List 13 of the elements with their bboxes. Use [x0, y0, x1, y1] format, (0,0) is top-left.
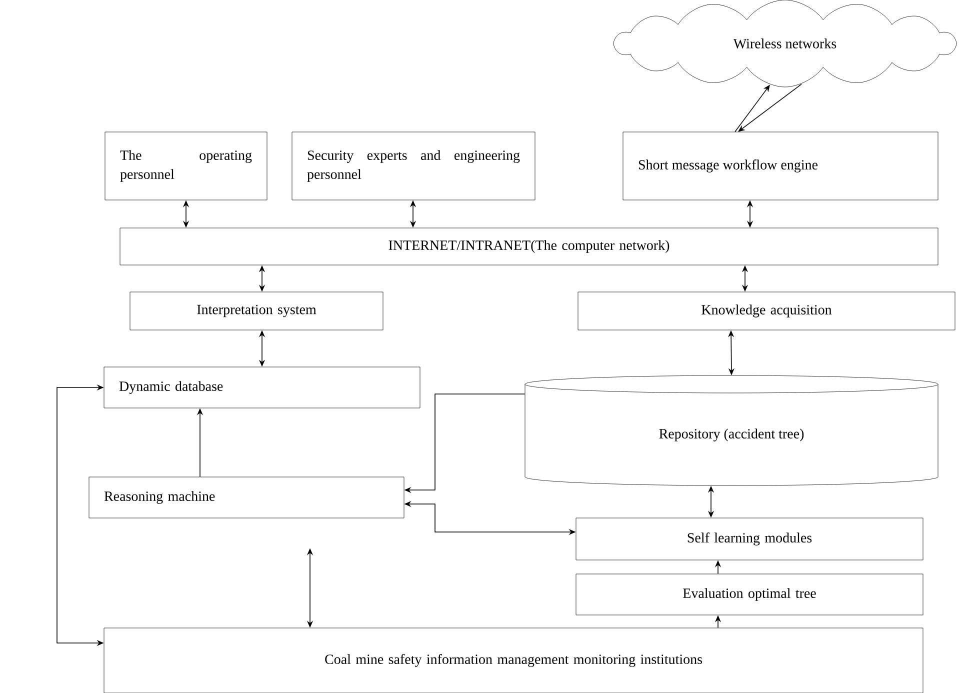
process-box: The operating personnel: [104, 132, 268, 200]
process-box: Coal mine safety information management monitoring institutions: [104, 628, 924, 693]
database-cylinder: Repository (accident tree): [524, 375, 938, 486]
process-box: Short message workflow engine: [622, 132, 938, 200]
process-box: Knowledge acquisition: [578, 292, 956, 330]
arrow: [738, 84, 802, 132]
process-box: INTERNET/INTRANET(The computer network): [120, 228, 938, 266]
process-box: Reasoning machine: [88, 476, 404, 518]
process-box: Evaluation optimal tree: [576, 574, 924, 616]
process-box: Dynamic database: [104, 366, 420, 408]
process-box: Self learning modules: [576, 518, 924, 560]
process-box: Interpretation system: [130, 292, 384, 330]
process-box: Security experts and engineering personnel: [292, 132, 536, 200]
